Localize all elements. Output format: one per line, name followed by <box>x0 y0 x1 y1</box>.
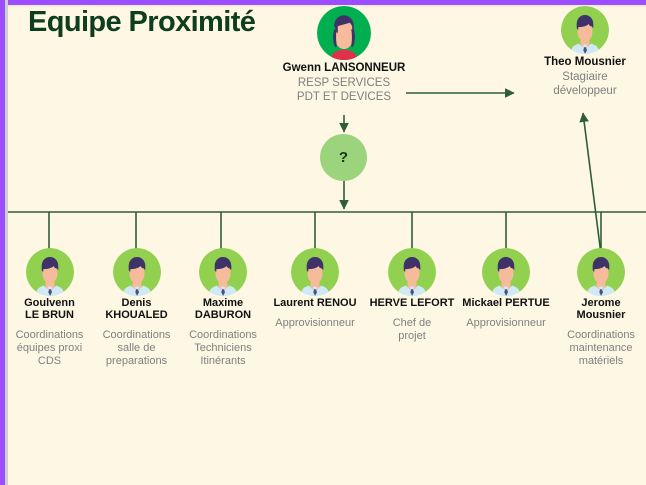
staff-role: Coordinations salle de preparations <box>102 328 171 367</box>
node-staff-2[interactable]: Maxime DABURON Coordinations Techniciens… <box>181 248 265 368</box>
staff-role: Approvisionneur <box>466 316 546 329</box>
staff-role: Chef de projet <box>392 316 432 342</box>
leader-role: RESP SERVICES PDT ET DEVICES <box>296 77 392 103</box>
male-avatar-icon <box>388 248 436 296</box>
male-avatar-icon <box>482 248 530 296</box>
node-placeholder-unknown[interactable]: ? <box>320 134 367 181</box>
node-staff-0[interactable]: Goulvenn LE BRUN Coordinations équipes p… <box>4 248 95 368</box>
staff-name: Maxime DABURON <box>194 297 252 321</box>
decorative-left-border <box>0 0 5 485</box>
leader-name: Gwenn LANSONNEUR <box>282 62 406 74</box>
male-avatar-icon <box>291 248 339 296</box>
node-staff-3[interactable]: Laurent RENOU Approvisionneur <box>269 248 361 330</box>
node-staff-6[interactable]: Jerome Mousnier Coordinations maintenanc… <box>556 248 646 368</box>
decorative-left-hairline <box>5 0 8 485</box>
decorative-top-border <box>0 0 646 5</box>
staff-role: Coordinations Techniciens Itinérants <box>189 328 257 367</box>
page-title: Equipe Proximité <box>28 6 256 38</box>
female-avatar-icon <box>317 6 371 60</box>
staff-name: Laurent RENOU <box>273 297 357 309</box>
staff-name: Jerome Mousnier <box>576 297 626 321</box>
staff-role: Approvisionneur <box>275 316 355 329</box>
node-staff-1[interactable]: Denis KHOUALED Coordinations salle de pr… <box>91 248 182 368</box>
staff-name: HERVE LEFORT <box>369 297 455 309</box>
node-staff-5[interactable]: Mickael PERTUE Approvisionneur <box>460 248 552 330</box>
intern-role: Stagiaire développeur <box>553 71 617 97</box>
staff-role: Coordinations maintenance matériels <box>567 328 635 367</box>
node-intern[interactable]: Theo Mousnier Stagiaire développeur <box>524 6 646 99</box>
staff-role: Coordinations équipes proxi CDS <box>15 328 84 367</box>
male-avatar-icon <box>577 248 625 296</box>
node-leader[interactable]: Gwenn LANSONNEUR RESP SERVICES PDT ET DE… <box>259 6 429 105</box>
staff-name: Mickael PERTUE <box>462 297 550 309</box>
decorative-top-hairline <box>0 5 646 7</box>
staff-name: Goulvenn LE BRUN <box>24 297 75 321</box>
placeholder-label: ? <box>338 149 349 166</box>
intern-name: Theo Mousnier <box>544 56 626 68</box>
male-avatar-icon <box>561 6 609 54</box>
node-staff-4[interactable]: HERVE LEFORT Chef de projet <box>366 248 458 343</box>
male-avatar-icon <box>25 248 74 296</box>
staff-name: Denis KHOUALED <box>105 297 168 321</box>
male-avatar-icon <box>199 248 247 296</box>
male-avatar-icon <box>112 248 161 296</box>
